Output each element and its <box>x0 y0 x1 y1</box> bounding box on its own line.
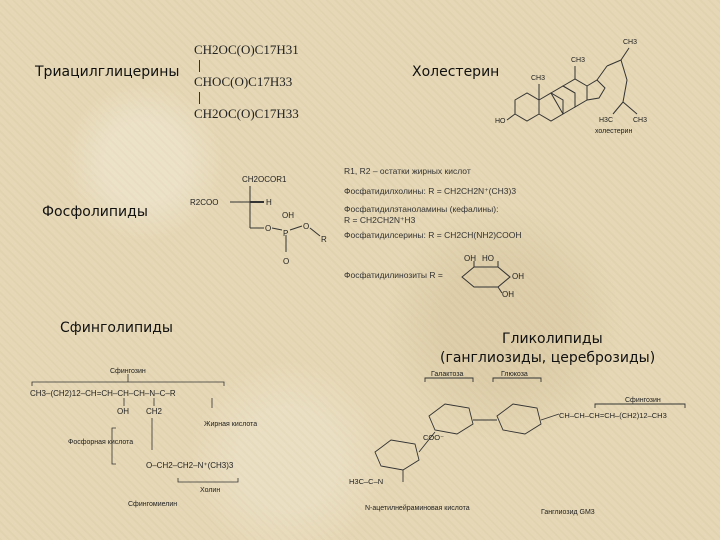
chol-ch3-b: CH3 <box>571 57 585 64</box>
glyco-chain: CH–CH–CH=CH–(CH2)12–CH3 <box>559 411 667 420</box>
label-cholesterol: Холестерин <box>412 64 500 80</box>
phos-r1r2: R1, R2 – остатки жирных кислот <box>344 166 471 176</box>
phos-h: H <box>266 198 272 207</box>
glyco-gang: Ганглиозид GM3 <box>541 509 595 516</box>
sphingo-choline-row: O–CH2–CH2–N⁺(CH3)3 <box>146 461 234 470</box>
chol-ch3-c: CH3 <box>623 39 637 46</box>
chol-ho: HO <box>495 118 506 125</box>
tag-line-2: CHOC(O)C17H33 <box>194 74 293 89</box>
tag-line-3: CH2OC(O)C17H33 <box>194 106 299 121</box>
phos-oh: OH <box>282 211 294 220</box>
label-sphingolipids: Сфинголипиды <box>60 320 173 336</box>
ganglioside-structure: Галактоза Глюкоза Сфингозин CH–CH–CH=CH–… <box>349 371 686 516</box>
phos-ps: Фосфатидилсерины: R = CH2CH(NH2)COOH <box>344 230 522 240</box>
phos-r: R <box>321 235 327 244</box>
sphingo-chain: CH3–(CH2)12–CH=CH–CH–CH–N–C–R <box>30 389 176 398</box>
chol-ch3-a: CH3 <box>531 75 545 82</box>
phos-ch2ocor1: CH2OCOR1 <box>242 175 287 184</box>
cholesterol-structure: HO CH3 CH3 CH3 H3C CH3 холестерин <box>495 39 647 135</box>
tag-bond-1 <box>199 60 200 72</box>
sphingo-fatty: Жирная кислота <box>204 421 257 428</box>
glyco-h3c: H3C–C–N <box>349 477 383 486</box>
tag-bond-2 <box>199 92 200 104</box>
glyco-gal: Галактоза <box>431 371 464 378</box>
sphingo-phosph: Фосфорная кислота <box>68 439 133 446</box>
glyco-nana: N-ацетилнейраминовая кислота <box>365 504 470 512</box>
phos-r2coo: R2COO <box>190 198 218 207</box>
sphingo-oh: OH <box>117 407 129 416</box>
phospholipid-structure: CH2OCOR1 R2COO H OH O P O O R <box>190 175 327 266</box>
sphingo-top: Сфингозин <box>110 368 146 375</box>
phos-p: P <box>283 229 288 238</box>
chol-h3c: H3C <box>599 117 613 124</box>
glyco-sph: Сфингозин <box>625 397 661 404</box>
phos-oh-ring-1: OH <box>464 254 476 263</box>
glyco-glc: Глюкоза <box>501 371 528 378</box>
sphingo-choline: Холин <box>200 487 220 494</box>
sphingo-ch2: CH2 <box>146 407 163 416</box>
phos-pe2: R = CH2CH2N⁺H3 <box>344 215 416 225</box>
sphingomyelin-structure: Сфингозин CH3–(CH2)12–CH=CH–CH–CH–N–C–R … <box>30 368 257 508</box>
label-triacylglycerols: Триацилглицерины <box>35 64 180 80</box>
phos-o1: O <box>265 224 271 233</box>
phos-ho-ring: HO <box>482 254 494 263</box>
phos-pi: Фосфатидилинозиты R = <box>344 270 443 280</box>
glyco-coo: COO⁻ <box>423 433 444 442</box>
sphingo-bottom: Сфингомиелин <box>128 501 177 508</box>
inositol-ring: OH HO OH OH <box>461 254 524 299</box>
label-phospholipids: Фосфолипиды <box>42 204 148 220</box>
phos-oh-ring-2: OH <box>512 272 524 281</box>
label-glycolipids-sub: (ганглиозиды, цереброзиды) <box>440 350 656 366</box>
phos-oh-ring-3: OH <box>502 290 514 299</box>
label-glycolipids: Гликолипиды <box>502 331 603 347</box>
chol-caption: холестерин <box>595 128 632 135</box>
phos-o3: O <box>283 257 289 266</box>
phos-pc: Фосфатидилхолины: R = CH2CH2N⁺(CH3)3 <box>344 186 517 196</box>
phos-pe: Фосфатидилэтаноламины (кефалины): <box>344 204 499 214</box>
phos-o2: O <box>303 222 309 231</box>
chol-ch3-d: CH3 <box>633 117 647 124</box>
tag-line-1: CH2OC(O)C17H31 <box>194 42 299 57</box>
